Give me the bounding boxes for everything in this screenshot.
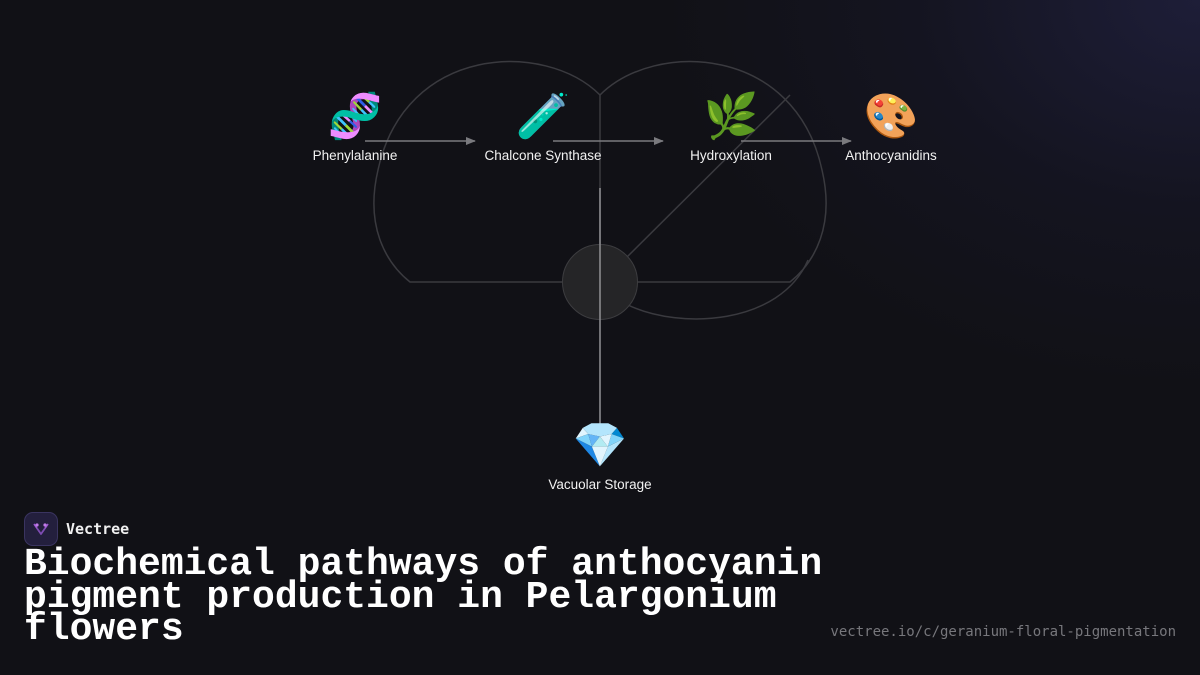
test-tube-icon: 🧪 — [515, 91, 571, 142]
dna-icon: 🧬 — [327, 91, 383, 142]
node-hydroxylation: 🌿 Hydroxylation — [690, 91, 772, 164]
brand[interactable]: Vectree — [24, 512, 129, 546]
node-label: Anthocyanidins — [845, 148, 937, 163]
pathway-edges — [365, 141, 851, 425]
node-chalcone-synthase: 🧪 Chalcone Synthase — [484, 91, 602, 164]
gem-icon: 💎 — [572, 420, 628, 471]
node-phenylalanine: 🧬 Phenylalanine — [312, 91, 398, 164]
page-title: Biochemical pathways of anthocyanin pigm… — [24, 543, 823, 651]
node-label: Vacuolar Storage — [548, 477, 652, 492]
node-label: Hydroxylation — [690, 148, 772, 163]
brand-name: Vectree — [66, 520, 130, 538]
node-label: Phenylalanine — [312, 148, 398, 163]
source-url[interactable]: vectree.io/c/geranium-floral-pigmentatio… — [830, 624, 1176, 640]
node-label: Chalcone Synthase — [484, 148, 602, 163]
node-anthocyanidins: 🎨 Anthocyanidins — [845, 91, 937, 164]
node-vacuolar-storage: 💎 Vacuolar Storage — [548, 420, 652, 493]
herb-icon: 🌿 — [703, 91, 759, 142]
palette-icon: 🎨 — [863, 91, 919, 142]
vectree-logo-icon — [24, 512, 58, 546]
